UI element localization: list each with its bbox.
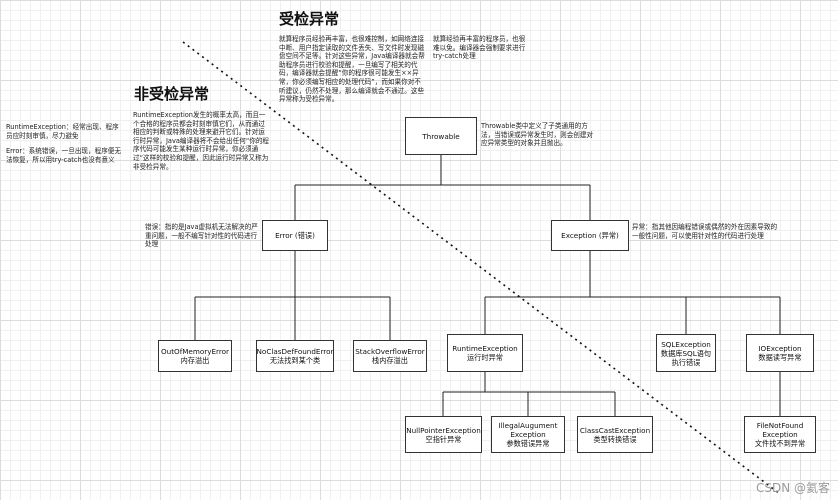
illegal-argument-exception-box: IllegalAugument Exception 参数错误异常	[491, 416, 565, 453]
no-class-def-found-error-box: NoClasDefFoundError 无法找到某个类	[256, 340, 334, 372]
error-description: 错误：指的是Java虚拟机无法解决的严重问题，一般不编写针对性的代码进行处理	[145, 223, 258, 249]
out-of-memory-error-box: OutOfMemoryError 内存溢出	[158, 340, 232, 372]
fnf-name-2: Exception	[762, 430, 798, 439]
soe-desc: 栈内存溢出	[372, 356, 408, 365]
runtime-name: RuntimeException	[452, 344, 518, 353]
exception-description: 异常：指其他因编程错误或偶然的外在因素导致的一般性问题，可以使用针对性的代码进行…	[632, 223, 778, 240]
checked-exception-side-note: 就算经验再丰富的程序员，也很难以免。编译器会强制要求进行try-catch处理	[433, 35, 526, 61]
oom-name: OutOfMemoryError	[161, 347, 229, 356]
checked-exception-description: 就算程序员经验再丰富，也很难控制，如网络连接中断、用户指定读取的文件丢失、写文件…	[279, 35, 425, 104]
unchecked-exception-heading: 非受检异常	[134, 85, 210, 103]
cce-name: ClassCastException	[579, 425, 651, 435]
io-desc: 数据读写异常	[758, 353, 802, 362]
checked-exception-heading: 受检异常	[279, 10, 340, 28]
sql-desc-1: 数据库SQL语句	[660, 348, 712, 358]
sql-name: SQLException	[661, 339, 711, 349]
tree-edges	[194, 155, 781, 416]
null-pointer-exception-box: NullPointerException 空指针异常	[405, 416, 482, 453]
sql-exception-box: SQLException 数据库SQL语句 执行错误	[656, 334, 716, 372]
error-box: Error (错误)	[262, 220, 328, 251]
runtime-exception-left-note: RuntimeException：经常出现、程序员应时刻审慎，尽力避免	[6, 123, 119, 140]
file-not-found-exception-box: FileNotFound Exception 文件找不到异常	[744, 416, 816, 453]
stack-overflow-error-box: StackOverflowError 栈内存溢出	[353, 340, 427, 372]
error-label: Error (错误)	[275, 231, 315, 240]
exception-label: Exception (异常)	[561, 231, 619, 240]
npe-name: NullPointerException	[406, 425, 481, 435]
npe-desc: 空指针异常	[425, 434, 462, 444]
unchecked-exception-description: RuntimeException发生的概率太高，而且一个合格的程序员都会时刻审慎…	[133, 111, 270, 171]
throwable-description: Throwable类中定义了子类通用的方法，当错误或异常发生时，则会创建对应异常…	[481, 122, 594, 148]
iae-name-2: Exception	[510, 430, 546, 439]
cce-desc: 类型转换错误	[593, 434, 637, 444]
exception-box: Exception (异常)	[551, 220, 629, 251]
ncdfe-desc: 无法找到某个类	[269, 356, 321, 365]
oom-desc: 内存溢出	[180, 356, 210, 365]
soe-name: StackOverflowError	[355, 347, 425, 356]
sql-desc-2: 执行错误	[671, 357, 701, 367]
iae-desc: 参数错误异常	[506, 439, 550, 448]
error-left-note: Error：系统错误，一旦出现，程序便无法恢复，所以用try-catch也没有意…	[6, 147, 121, 164]
throwable-box: Throwable	[405, 117, 477, 155]
class-cast-exception-box: ClassCastException 类型转换错误	[577, 416, 653, 453]
csdn-watermark: CSDN @氦客	[755, 481, 830, 495]
ncdfe-name: NoClasDefFoundError	[256, 347, 334, 356]
io-exception-box: IOException 数据读写异常	[746, 334, 814, 372]
runtime-desc: 运行时异常	[467, 353, 503, 362]
throwable-label: Throwable	[422, 131, 460, 141]
runtime-exception-box: RuntimeException 运行时异常	[447, 334, 523, 372]
io-name: IOException	[758, 344, 802, 353]
fnf-name-1: FileNotFound	[756, 421, 804, 430]
iae-name-1: IllegalAugument	[498, 421, 558, 430]
checked-unchecked-divider	[182, 41, 781, 495]
fnf-desc: 文件找不到异常	[754, 439, 806, 448]
